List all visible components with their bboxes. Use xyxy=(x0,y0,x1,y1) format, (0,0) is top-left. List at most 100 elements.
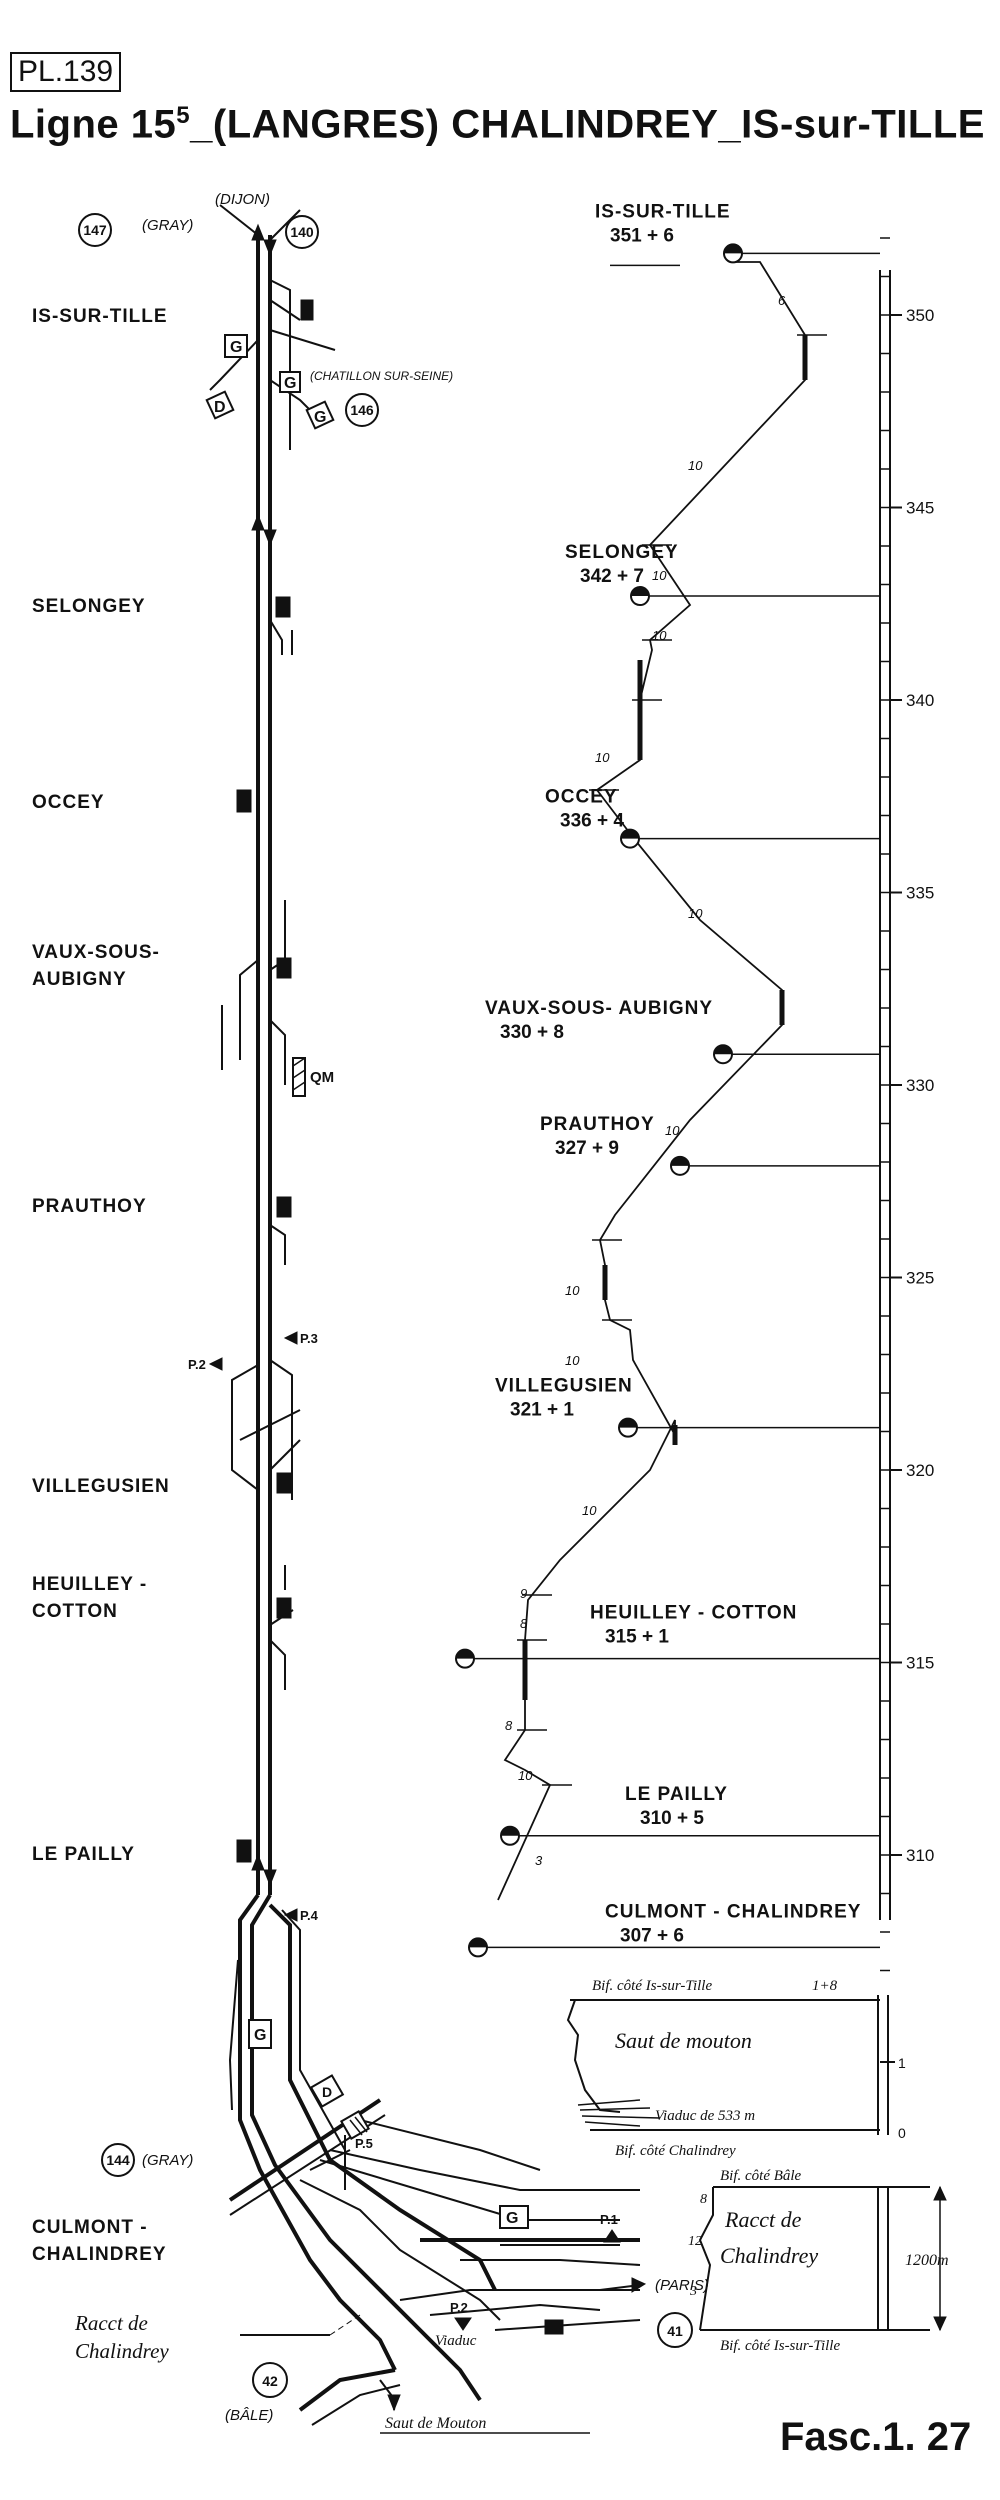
schematic-post-labels: QM P.2 P.3 P.4 P.5 P.1 P.2 G G D xyxy=(188,1069,618,2315)
hatch xyxy=(349,2116,368,2136)
main-track-left xyxy=(238,1893,397,2371)
gray-top-label: (GRAY) xyxy=(142,217,193,234)
profile-station-pk: 336 + 4 xyxy=(560,811,624,832)
km-tick-label: 325 xyxy=(906,1269,934,1288)
bif-top-value: 1+8 xyxy=(812,1978,838,1994)
up-direction-arrow xyxy=(251,513,265,531)
goods-shed-block xyxy=(279,371,301,393)
down-direction-arrow xyxy=(263,1869,277,1887)
p4-label: P.4 xyxy=(300,1908,319,1923)
bif-bale-label: Bif. côté Bâle xyxy=(720,2168,802,2184)
siding xyxy=(228,1959,239,2111)
ref-144-badge: 144 xyxy=(101,2143,135,2177)
profile-station-pk: 321 + 1 xyxy=(510,1400,574,1421)
ref-41-badge: 41 xyxy=(657,2312,693,2348)
inset-viaduct-lines xyxy=(577,2099,661,2127)
ref-140-badge: 140 xyxy=(285,215,319,249)
station-selongey: SELONGEY xyxy=(32,596,146,617)
track-schematic xyxy=(208,204,647,2426)
racct-label-line2: Chalindrey xyxy=(75,2339,169,2363)
profile-station-name: IS-SUR-TILLE xyxy=(595,201,731,222)
station-occey: OCCEY xyxy=(32,792,105,813)
station-marker xyxy=(468,1937,488,1958)
yard-track xyxy=(329,2149,640,2191)
depot-d-label: D xyxy=(322,2084,332,2100)
main-track-right xyxy=(250,1893,482,2402)
gradient-value: 10 xyxy=(582,1503,597,1518)
ref-41: 41 xyxy=(667,2323,683,2339)
yard-track xyxy=(494,2319,641,2331)
station-marker xyxy=(620,828,640,849)
p1-label: P.1 xyxy=(600,2212,618,2227)
siding xyxy=(269,279,291,450)
gradient-value: 10 xyxy=(665,1123,680,1138)
yard-track xyxy=(359,2119,541,2171)
siding xyxy=(269,1565,294,1690)
dijon-label: (DIJON) xyxy=(215,191,270,208)
branch-chatillon xyxy=(269,329,336,351)
gradient-value: 8 xyxy=(505,1718,513,1733)
km-tick-label: 350 xyxy=(906,306,934,325)
station-le-pailly: LE PAILLY xyxy=(32,1844,135,1865)
gradient-value: 10 xyxy=(518,1768,533,1783)
km-tick-label: 320 xyxy=(906,1461,934,1480)
p2-signal-marker xyxy=(454,2317,472,2331)
qm-hatched-block xyxy=(292,1057,306,1097)
ref-147: 147 xyxy=(83,222,107,238)
profile-station-name: HEUILLEY - COTTON xyxy=(590,1603,797,1624)
p4-signal-marker xyxy=(283,1908,298,1922)
paris-label: (PARIS) xyxy=(655,2277,709,2294)
paris-arrow-head xyxy=(631,2277,647,2293)
profile-station-pk: 342 + 7 xyxy=(580,566,644,587)
profile-station-pk: 327 + 9 xyxy=(555,1138,619,1159)
depot-d-label-2: D xyxy=(214,399,226,416)
racct-title-line1: Racct de xyxy=(724,2207,802,2232)
p3-label: P.3 xyxy=(300,1331,318,1346)
siding xyxy=(239,900,286,1085)
km-tick-label: 310 xyxy=(906,1846,934,1865)
inset-saut-labels: Bif. côté Is-sur-Tille 1+8 Saut de mouto… xyxy=(592,1978,906,2159)
bale-line-track xyxy=(298,2368,396,2412)
chatillon-label: (CHATILLON SUR-SEINE) xyxy=(310,369,453,383)
gradient-value: 10 xyxy=(688,906,703,921)
gradient-value: 10 xyxy=(595,750,610,765)
racct-label-line1: Racct de xyxy=(74,2311,148,2335)
ref-42-badge: 42 xyxy=(252,2362,288,2398)
siding xyxy=(281,1909,346,2151)
title-prefix: Ligne 15 xyxy=(10,102,177,147)
qm-label: QM xyxy=(310,1069,334,1086)
schematic-direction-labels: (DIJON) (GRAY) (CHATILLON SUR-SEINE) (GR… xyxy=(142,191,709,2424)
station-vaux-sous-line2: AUBIGNY xyxy=(32,969,127,990)
siding xyxy=(269,619,293,655)
siding xyxy=(269,299,301,321)
gradient-values: 6 10 10 10 10 10 10 10 10 10 9 8 8 10 3 xyxy=(505,293,786,1868)
inset-raccordement xyxy=(698,2185,947,2332)
station-is-sur-tille: IS-SUR-TILLE xyxy=(32,306,168,327)
p5-leader xyxy=(309,2149,351,2171)
station-building-block xyxy=(276,957,292,979)
goods-shed-g-label-5: G xyxy=(314,409,326,426)
profile-station-name: PRAUTHOY xyxy=(540,1114,655,1135)
p2-signal-marker xyxy=(208,1357,223,1371)
p2b-label: P.2 xyxy=(450,2300,468,2315)
down-direction-arrow xyxy=(263,239,277,257)
yard-track xyxy=(460,2259,641,2266)
profile-station-pk: 351 + 6 xyxy=(610,225,674,246)
bif-is-sur-tille-label: Bif. côté Is-sur-Tille xyxy=(592,1978,712,1994)
racct-profile xyxy=(698,2187,714,2331)
up-direction-arrow xyxy=(251,1853,265,1871)
gradient-value: 3 xyxy=(535,1853,543,1868)
racct-dimension-arrow-bottom xyxy=(933,2316,947,2332)
station-prauthoy: PRAUTHOY xyxy=(32,1196,147,1217)
station-marker-fill xyxy=(621,829,639,839)
plate-number: PL.139 xyxy=(10,52,122,92)
racct-leader xyxy=(329,2314,361,2336)
p2-label: P.2 xyxy=(188,1357,206,1372)
bale-label: (BÂLE) xyxy=(225,2407,273,2424)
yard-track xyxy=(429,2303,601,2316)
branch-dijon xyxy=(269,209,301,241)
goods-shed-block xyxy=(248,2019,272,2049)
title-superscript: 5 xyxy=(176,102,191,129)
